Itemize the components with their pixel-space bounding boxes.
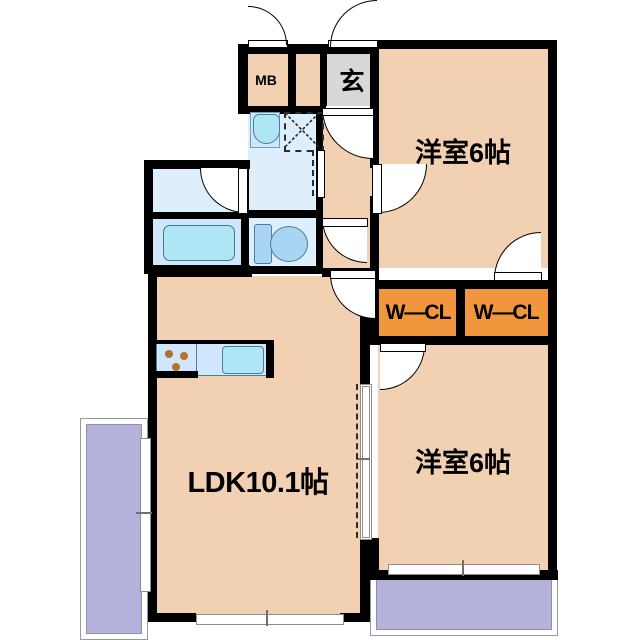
ldk-south-window-mullion (266, 610, 268, 626)
entrance-door-swing-icon (330, 0, 377, 47)
wall-washroom-toilet-divider (241, 210, 323, 218)
ldk-west-sliding-mullion (136, 512, 152, 514)
closet-right-fill (464, 288, 548, 338)
washroom-door-track-icon (312, 150, 314, 196)
meter-box-fill (244, 54, 288, 106)
room-bedroom-southeast-fill (378, 342, 548, 580)
wall-bath-left (144, 160, 153, 274)
wall-corridor-right-lower (370, 196, 379, 288)
bathtub (163, 225, 235, 261)
entrance-fill (326, 54, 378, 106)
stove-burner-icon-3 (172, 363, 180, 371)
bedroom-se-label: 洋室6帖 (414, 447, 512, 478)
washbasin-icon (253, 114, 280, 144)
sliding-door-panel[interactable] (362, 386, 370, 538)
wall-left-entry-block (238, 44, 248, 110)
closet-right-door-leaf[interactable] (494, 272, 542, 281)
ldk-corridor-door-leaf[interactable] (330, 270, 376, 279)
closet-right-label: W—CL (473, 301, 540, 324)
wall-ldk-bottom-right (340, 613, 370, 622)
wall-kitchen-counter-bottom (156, 371, 198, 378)
ldk-label: LDK10.1帖 (187, 467, 329, 499)
stove-burner-icon-2 (180, 352, 188, 360)
wall-bath-top (144, 160, 250, 169)
sliding-door-track-icon (356, 384, 358, 538)
closet-left-fill (378, 288, 458, 338)
closet-left-label: W—CL (385, 301, 452, 324)
bedroom-se-south-window[interactable] (388, 564, 540, 575)
wall-bottom-bedroom-se (370, 570, 558, 580)
wall-toilet-bottom (241, 266, 323, 274)
wall-corridor-right-upper (370, 40, 379, 168)
wall-ldk-bottom-left (148, 613, 196, 622)
wall-center-vertical-upper (360, 276, 370, 384)
kitchen-sink-icon (222, 346, 264, 374)
wall-below-mb (238, 106, 326, 114)
toilet-door-leaf[interactable] (322, 218, 368, 227)
ldk-south-window[interactable] (196, 614, 344, 625)
bedroom-ne-label: 洋室6帖 (414, 137, 512, 168)
wall-top-entry (238, 44, 378, 54)
bath-door-leaf[interactable] (238, 168, 248, 214)
closet-left-door-leaf[interactable] (380, 343, 426, 352)
wall-right-outer (548, 40, 557, 580)
room-ldk-fill (156, 276, 360, 614)
wall-bedroom-se-left-stub (370, 538, 379, 580)
washroom-door-leaf[interactable] (317, 150, 325, 198)
toilet-bowl-icon (270, 226, 308, 262)
washing-machine-cross-icon (284, 112, 320, 148)
wall-ldk-left (148, 268, 157, 622)
wall-mb-right (288, 48, 296, 106)
stove-burner-icon-1 (165, 350, 173, 358)
wall-top-outer (370, 40, 556, 49)
entrance-label: 玄 (339, 68, 365, 96)
bedroom-se-window-mullion (462, 560, 464, 576)
wall-toilet-right (316, 218, 323, 274)
sliding-door-mullion (356, 458, 370, 460)
ldk-west-sliding-door[interactable] (140, 438, 151, 592)
wall-kitchen-counter-end (266, 342, 274, 378)
meter-box-label: MB (255, 72, 277, 88)
wall-entrance-left (320, 48, 327, 106)
wall-kitchen-counter-top (156, 340, 274, 344)
bedroom-ne-door-leaf[interactable] (372, 164, 382, 214)
wall-closets-divider (456, 280, 465, 345)
wall-center-vertical-lower (360, 538, 370, 622)
wall-bath-mid-horizontal (152, 212, 244, 219)
washing-machine-space-icon (284, 112, 324, 152)
genkan-inner-door-leaf[interactable] (322, 108, 374, 116)
meter-box-door-swing-icon (248, 6, 287, 45)
balcony-west (86, 424, 142, 634)
wall-ldk-top (148, 268, 252, 277)
room-bedroom-northeast-fill (378, 48, 548, 268)
balcony-south (376, 576, 552, 630)
